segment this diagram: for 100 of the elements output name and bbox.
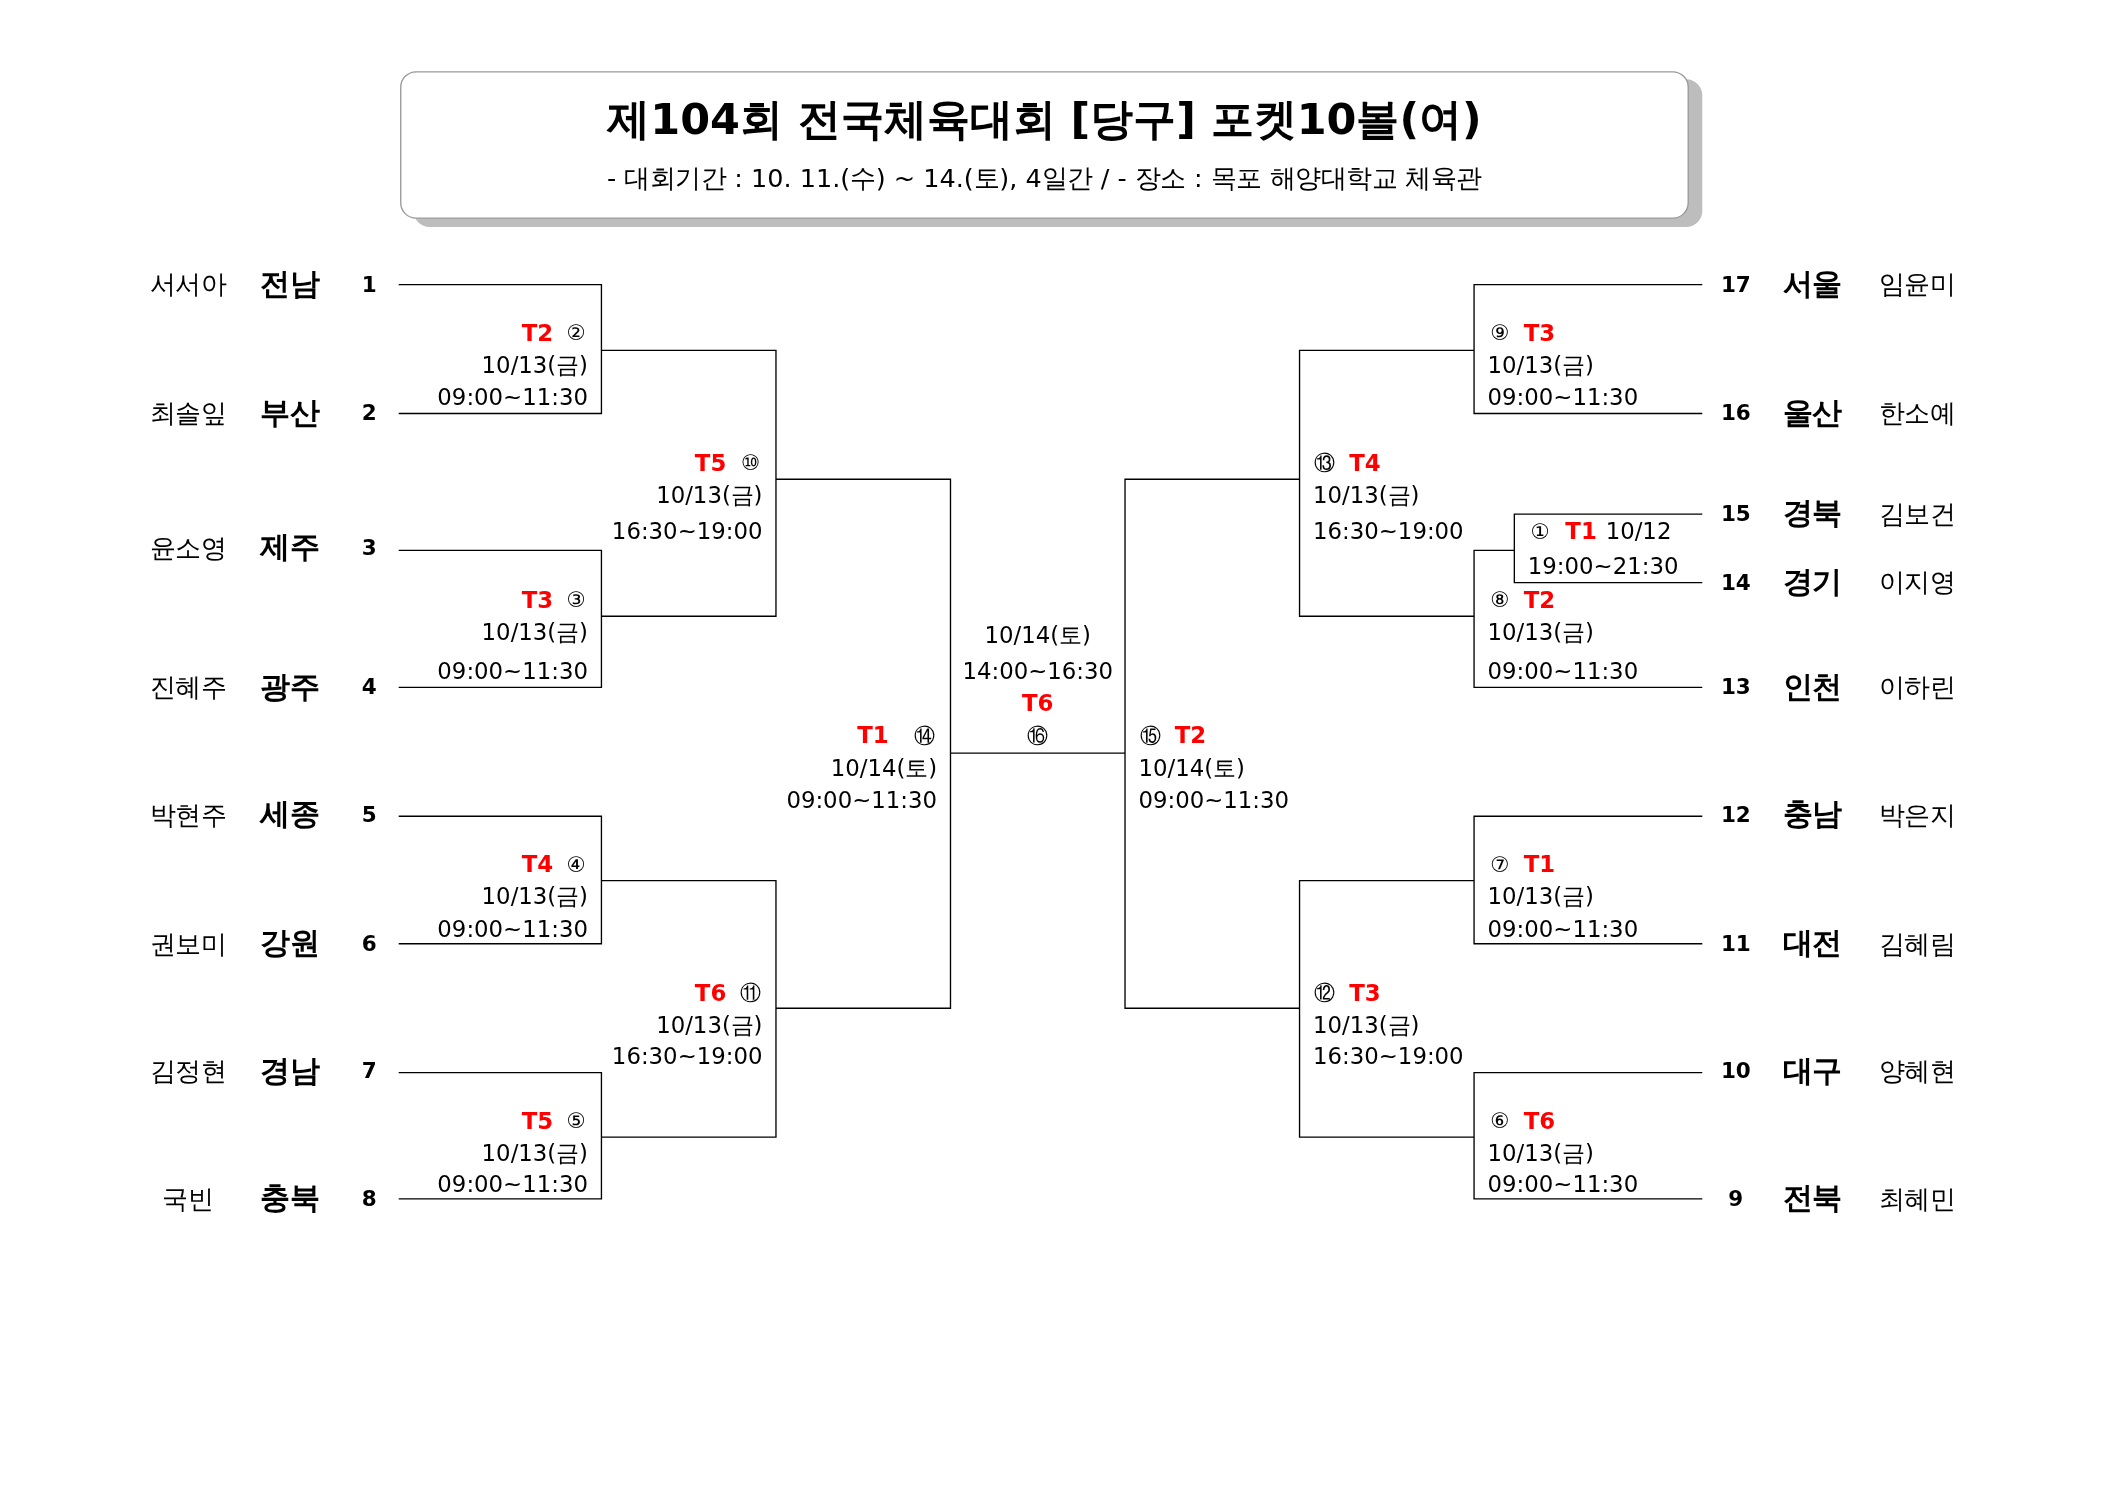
seed-number: 4: [361, 675, 377, 700]
seed-number: 8: [361, 1187, 377, 1211]
player-name: 이하린: [1878, 673, 1956, 702]
match-number: ⑫: [1314, 981, 1336, 1006]
match-schedule: 09:00~11:30: [437, 1171, 588, 1197]
match-schedule: 09:00~11:30: [786, 787, 938, 813]
table-number: T3: [1349, 980, 1381, 1006]
match-schedule: 10/12: [1605, 519, 1672, 545]
seed-number: 17: [1720, 272, 1751, 297]
match-number: ⑭: [914, 723, 936, 748]
match-number: ⑪: [739, 981, 762, 1006]
region-name: 부산: [260, 397, 320, 430]
match-number: ⑩: [740, 451, 761, 475]
player-name: 진혜주: [149, 673, 227, 702]
player-name: 박현주: [149, 800, 227, 829]
table-number: T2: [1523, 587, 1556, 613]
player-name: 한소예: [1878, 399, 1956, 428]
table-number: T4: [521, 852, 554, 878]
seed-number: 14: [1720, 570, 1751, 595]
region-name: 충남: [1782, 798, 1842, 832]
player-name: 국빈: [162, 1184, 214, 1213]
subtitle-text: - 대회기간 : 10. 11.(수) ~ 14.(토), 4일간 / - 장소 : 목포 해양대학교 체육관: [605, 161, 1483, 194]
match-schedule: 09:00~11:30: [1487, 1171, 1639, 1197]
match-number: ⑤: [566, 1109, 586, 1133]
region-name: 인천: [1782, 671, 1842, 704]
match-schedule: 16:30~19:00: [611, 1044, 763, 1070]
match-number: ④: [566, 852, 586, 877]
match-schedule: 10/13(금): [1487, 884, 1594, 910]
match-schedule: 10/13(금): [481, 884, 588, 910]
match-schedule: 10/14(토): [830, 755, 938, 781]
match-number: ②: [566, 321, 586, 345]
seed-number: 3: [361, 535, 377, 560]
seed-number: 12: [1720, 803, 1751, 827]
table-number: T3: [1523, 320, 1556, 346]
match-schedule: 16:30~19:00: [611, 519, 763, 545]
region-name: 울산: [1782, 397, 1842, 430]
player-name: 양혜현: [1878, 1057, 1956, 1086]
match-schedule: 10/13(금): [1487, 619, 1594, 645]
match-schedule: 10/13(금): [1487, 1140, 1594, 1166]
match-number: ⑬: [1314, 451, 1336, 475]
table-number: T2: [1174, 723, 1207, 749]
player-name: 최혜민: [1878, 1184, 1956, 1213]
player-name: 최솔잎: [149, 399, 227, 428]
region-name: 세종: [260, 798, 320, 832]
table-number: T2: [521, 320, 554, 346]
match-schedule: 10/13(금): [481, 1140, 588, 1166]
seed-number: 10: [1720, 1059, 1751, 1084]
match-number: ⑦: [1489, 852, 1510, 877]
match-schedule: 09:00~11:30: [437, 384, 588, 410]
player-name: 김정현: [149, 1057, 227, 1086]
title-text: 제104회 전국체육대회 [당구] 포켓10볼(여): [605, 92, 1483, 147]
table-number: T1: [1565, 519, 1597, 545]
seed-number: 9: [1728, 1187, 1744, 1211]
seed-number: 15: [1720, 502, 1751, 526]
region-name: 경남: [260, 1055, 320, 1088]
player-name: 이지영: [1878, 568, 1956, 597]
match-schedule: 09:00~11:30: [437, 658, 588, 684]
table-number: T5: [521, 1108, 554, 1134]
seed-number: 7: [361, 1059, 377, 1084]
player-name: 박은지: [1878, 800, 1956, 829]
table-number: T6: [1022, 690, 1054, 716]
match-schedule: 19:00~21:30: [1527, 554, 1679, 580]
match-number: ⑮: [1139, 723, 1162, 748]
player-name: 김혜림: [1878, 929, 1956, 958]
seed-number: 6: [361, 931, 377, 956]
match-schedule: 09:00~11:30: [1487, 384, 1639, 410]
table-number: T1: [1523, 852, 1556, 878]
match-schedule: 10/13(금): [481, 619, 588, 645]
seed-number: 11: [1720, 931, 1751, 956]
region-name: 대구: [1782, 1055, 1842, 1088]
table-number: T6: [1523, 1108, 1556, 1134]
region-name: 전북: [1782, 1182, 1842, 1216]
match-schedule: 10/13(금): [656, 1013, 763, 1039]
match-schedule: 10/13(금): [656, 482, 763, 508]
region-name: 제주: [260, 531, 320, 564]
seed-number: 5: [361, 803, 377, 827]
match-number: ⑧: [1489, 588, 1510, 612]
region-name: 경북: [1782, 497, 1842, 531]
region-name: 충북: [260, 1182, 320, 1216]
seed-number: 16: [1720, 401, 1751, 426]
player-name: 권보미: [149, 929, 227, 958]
match-schedule: 10/13(금): [1312, 482, 1420, 508]
match-number: ③: [566, 588, 586, 612]
match-schedule: 10/14(토): [1138, 755, 1245, 781]
table-number: T6: [694, 980, 727, 1006]
player-name: 서서아: [149, 270, 227, 299]
match-schedule: 09:00~11:30: [1487, 658, 1639, 684]
match-schedule: 10/13(금): [1312, 1013, 1420, 1039]
player-name: 임윤미: [1878, 270, 1956, 299]
region-name: 대전: [1782, 927, 1842, 960]
table-number: T4: [1349, 450, 1381, 476]
seed-number: 2: [361, 401, 377, 426]
region-name: 서울: [1782, 268, 1842, 301]
match-number: ⑨: [1489, 321, 1510, 345]
match-schedule: 16:30~19:00: [1312, 519, 1464, 545]
table-number: T1: [857, 723, 889, 749]
match-schedule: 09:00~11:30: [1487, 916, 1639, 942]
seed-number: 13: [1720, 675, 1751, 700]
seed-number: 1: [361, 272, 377, 297]
match-schedule: 10/13(금): [481, 352, 588, 378]
